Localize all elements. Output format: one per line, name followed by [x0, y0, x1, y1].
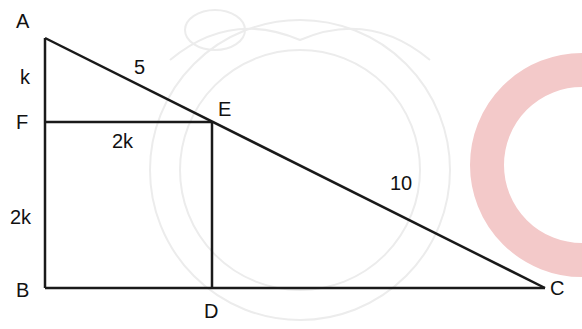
triangle [45, 38, 545, 288]
point-label: A [16, 10, 29, 33]
seal-figure [185, 10, 245, 50]
point-label: 2k [112, 130, 133, 153]
side-ab [44, 38, 47, 288]
point-label: B [16, 279, 29, 302]
point-label: k [20, 66, 30, 89]
point-label: 5 [134, 56, 145, 79]
side-bc [45, 287, 545, 290]
seal-ribbon [170, 29, 430, 60]
point-label: C [550, 277, 564, 300]
segment-ed [211, 122, 214, 288]
seal-ring [180, 50, 420, 290]
point-label: 2k [10, 206, 31, 229]
seal-ring [150, 20, 450, 320]
logo-arc [487, 70, 582, 260]
segment-fe [45, 121, 212, 124]
side-ac [45, 38, 545, 288]
point-label: 10 [390, 172, 412, 195]
point-label: F [16, 111, 28, 134]
point-label: E [218, 98, 231, 121]
point-label: D [204, 300, 218, 323]
